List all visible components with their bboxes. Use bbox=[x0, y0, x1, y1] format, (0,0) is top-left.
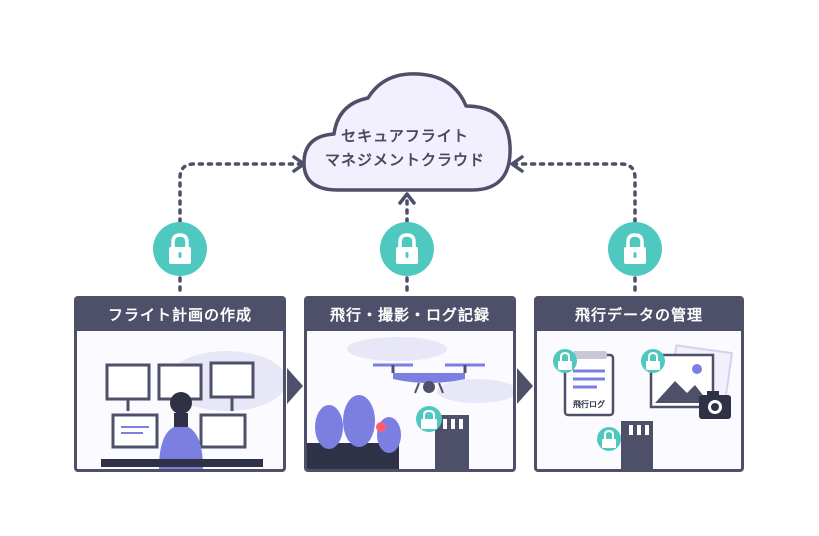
monitor-icon bbox=[105, 361, 255, 411]
cloud-label-line1: セキュアフライト bbox=[341, 127, 469, 145]
panel-title: 飛行データの管理 bbox=[537, 299, 741, 331]
panel-illustration bbox=[307, 331, 513, 469]
lock-badge-left bbox=[153, 222, 207, 276]
cloud-label-line2: マネジメントクラウド bbox=[324, 151, 485, 169]
person-icon bbox=[159, 392, 203, 469]
cloud-icon bbox=[302, 72, 512, 192]
left-connector bbox=[178, 162, 304, 224]
panel-flight-planning: フライト計画の作成 bbox=[74, 296, 286, 472]
lock-badge-middle bbox=[380, 222, 434, 276]
camera-icon bbox=[699, 391, 731, 419]
cloud-label: セキュアフライト マネジメントクラウド bbox=[300, 124, 510, 172]
panel-flight-recording: 飛行・撮影・ログ記録 bbox=[304, 296, 516, 472]
lock-badge-right bbox=[608, 222, 662, 276]
chevron-right-icon bbox=[517, 368, 533, 404]
lock-icon bbox=[641, 349, 665, 373]
lock-icon bbox=[396, 233, 418, 264]
right-connector bbox=[512, 162, 637, 224]
sd-card-icon bbox=[621, 421, 653, 469]
lock-icon bbox=[169, 233, 191, 264]
lock-icon bbox=[597, 427, 621, 451]
tree-icon bbox=[307, 395, 401, 469]
panel-title: 飛行・撮影・ログ記録 bbox=[307, 299, 513, 331]
panel-illustration: 飛行ログ bbox=[537, 331, 741, 469]
middle-arrowhead bbox=[398, 192, 416, 205]
panel-data-management: 飛行データの管理 bbox=[534, 296, 744, 472]
monitor-icon bbox=[111, 413, 247, 449]
chevron-right-icon bbox=[287, 368, 303, 404]
log-card-label: 飛行ログ bbox=[573, 400, 605, 409]
lock-icon bbox=[624, 233, 646, 264]
drone-icon bbox=[373, 363, 485, 394]
lock-icon bbox=[553, 349, 577, 373]
document-icon bbox=[563, 351, 615, 417]
right-arrowhead bbox=[510, 155, 524, 173]
panel-illustration bbox=[77, 331, 283, 469]
lock-icon bbox=[416, 406, 442, 432]
sd-card-icon bbox=[435, 415, 469, 469]
panel-title: フライト計画の作成 bbox=[77, 299, 283, 331]
